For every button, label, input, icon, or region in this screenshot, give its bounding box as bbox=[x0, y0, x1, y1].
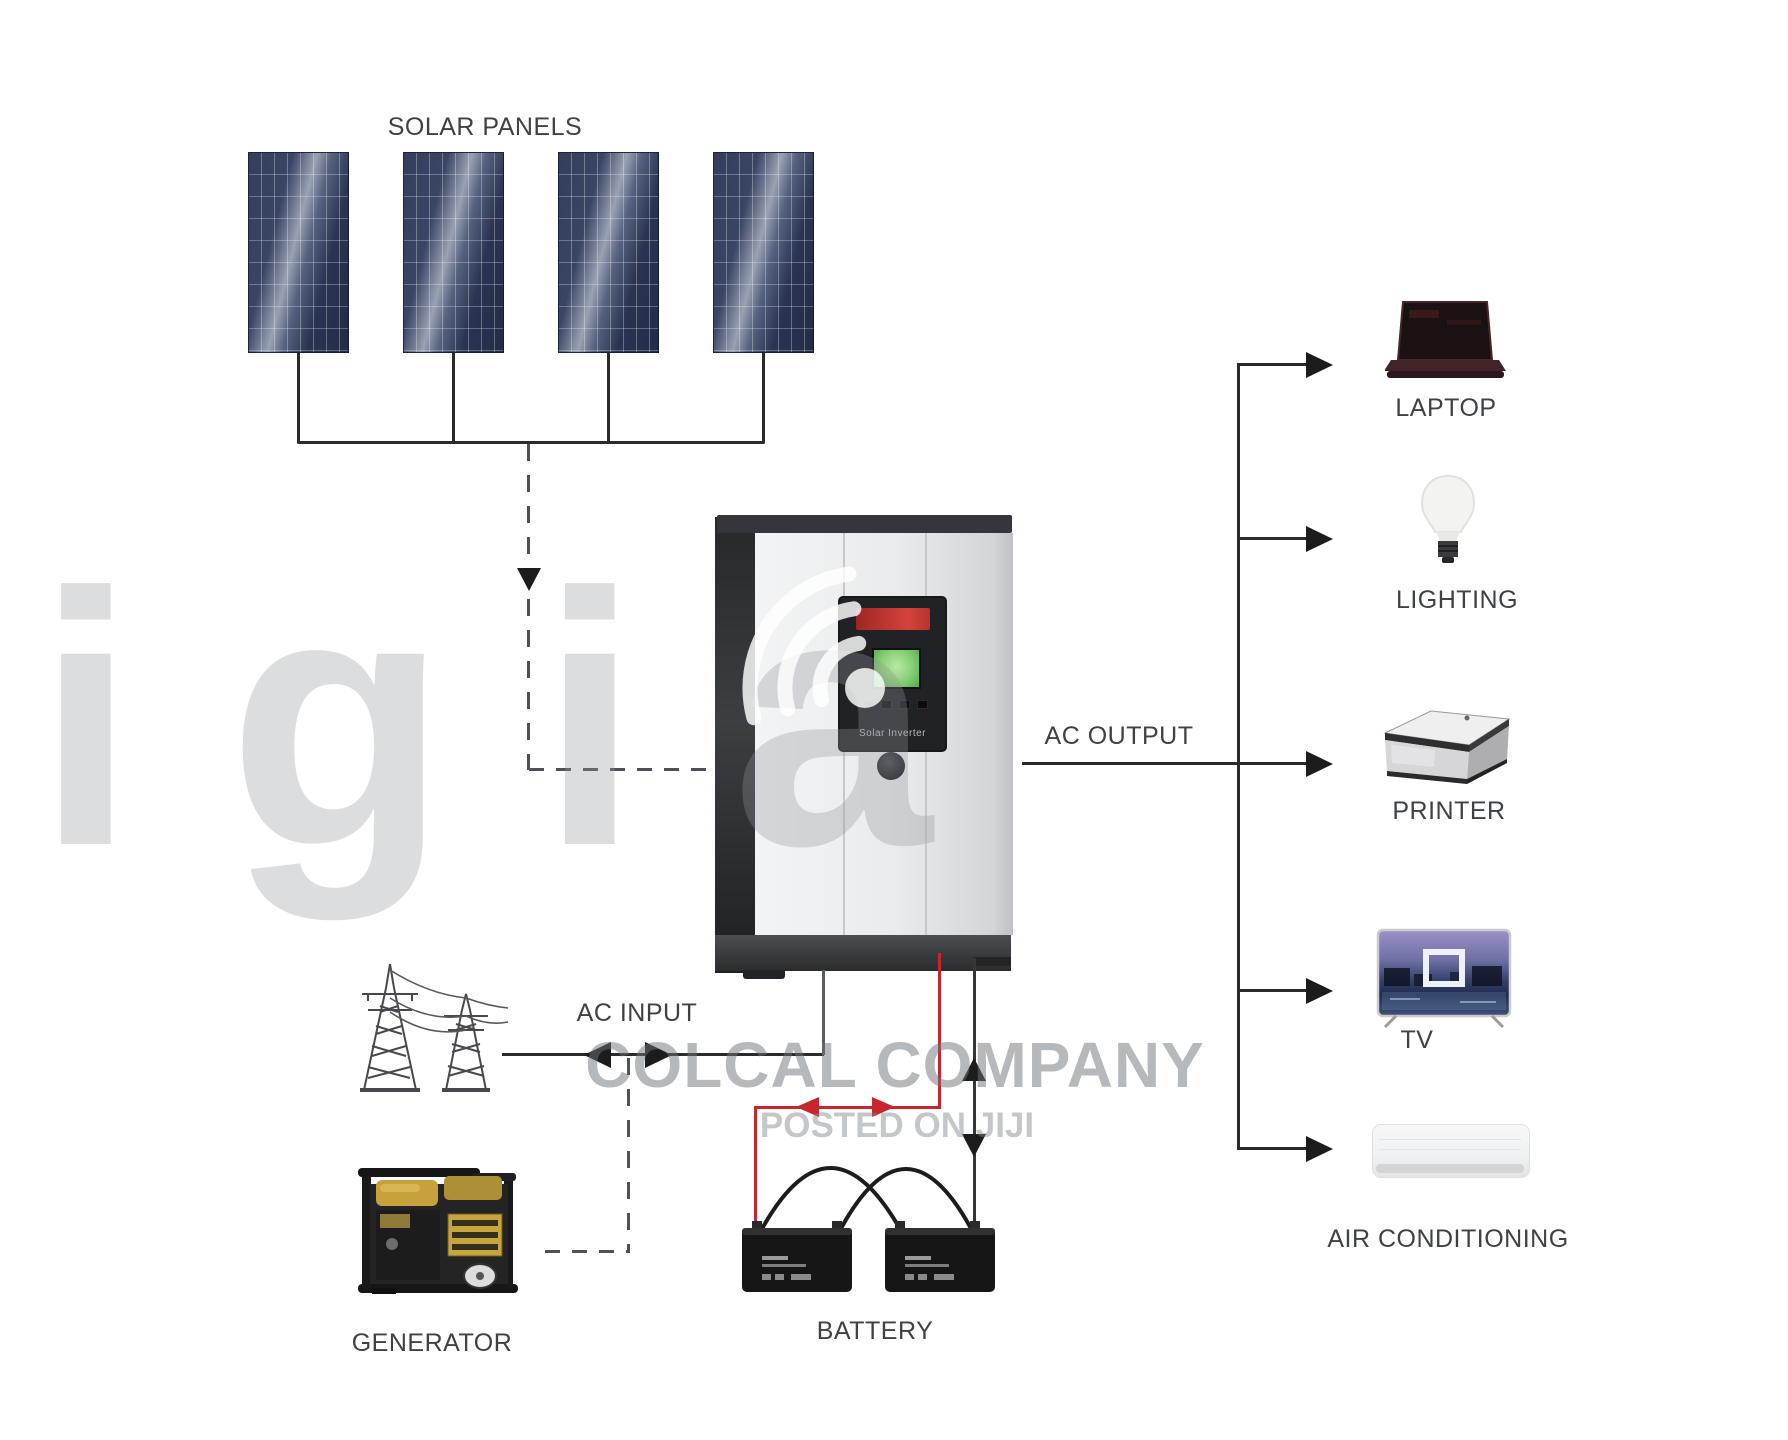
watermark-logo-letters: igia bbox=[36, 519, 1025, 921]
device-label-laptop: LAPTOP bbox=[1395, 394, 1497, 422]
generator-icon bbox=[358, 1168, 518, 1294]
inverter-knob bbox=[877, 752, 905, 780]
pv-string-wire-4 bbox=[762, 353, 765, 443]
solar-panels-label: SOLAR PANELS bbox=[387, 113, 583, 141]
device-label-tv: TV bbox=[1400, 1026, 1434, 1054]
device-label-air-conditioning: AIR CONDITIONING bbox=[1327, 1225, 1569, 1253]
light-bulb-icon bbox=[1420, 474, 1476, 563]
battery-unit bbox=[885, 1221, 995, 1292]
branch-wire-lighting bbox=[1237, 537, 1307, 540]
generator-wire-horizontal bbox=[545, 1250, 630, 1253]
inverter-ac-in-wire bbox=[822, 970, 825, 1055]
arrow-up-icon bbox=[962, 1058, 986, 1081]
arrow-right-icon bbox=[1306, 1136, 1333, 1162]
battery-label: BATTERY bbox=[816, 1317, 934, 1345]
printer-icon bbox=[1383, 710, 1511, 784]
tv-icon bbox=[1376, 928, 1512, 1029]
arrow-right-icon bbox=[1306, 978, 1333, 1004]
air-conditioner-vent-line bbox=[1379, 1149, 1521, 1150]
battery-jumper-cable bbox=[833, 1167, 977, 1241]
distribution-bus-wire bbox=[1237, 363, 1240, 1150]
pv-string-wire-2 bbox=[452, 353, 455, 443]
battery-unit bbox=[742, 1221, 852, 1292]
arrow-down-icon bbox=[962, 1134, 986, 1157]
arrow-right-red-icon bbox=[872, 1097, 895, 1117]
arrow-right-icon bbox=[645, 1042, 672, 1068]
device-label-printer: PRINTER bbox=[1392, 797, 1506, 825]
pv-bus-wire bbox=[297, 441, 765, 444]
inverter-button bbox=[918, 701, 927, 708]
battery-positive-wire-vertical bbox=[938, 953, 941, 1109]
inverter-foot-right bbox=[973, 957, 1011, 966]
battery-jumper-cable bbox=[755, 1166, 907, 1239]
laptop-icon bbox=[1385, 301, 1506, 378]
pv-string-wire-1 bbox=[297, 353, 300, 443]
solar-panel-icon bbox=[403, 152, 504, 353]
inverter-base bbox=[715, 935, 1011, 971]
arrow-down-icon bbox=[517, 568, 541, 591]
battery-positive-wire-horizontal bbox=[755, 1106, 941, 1109]
ac-output-label: AC OUTPUT bbox=[1044, 722, 1194, 750]
solar-panel-icon bbox=[713, 152, 814, 353]
battery-positive-wire-drop bbox=[754, 1106, 757, 1234]
ac-output-wire bbox=[1022, 762, 1308, 765]
ac-input-label: AC INPUT bbox=[576, 999, 698, 1027]
air-conditioner-icon bbox=[1372, 1124, 1530, 1178]
arrow-right-icon bbox=[1306, 751, 1333, 777]
battery-negative-wire bbox=[973, 958, 976, 1232]
inverter-screen-label: Solar Inverter bbox=[858, 728, 927, 739]
battery-bank bbox=[742, 1166, 995, 1292]
air-conditioner-flap bbox=[1376, 1164, 1524, 1173]
pv-dc-wire-horizontal bbox=[529, 768, 715, 771]
arrow-left-icon bbox=[584, 1042, 611, 1068]
inverter-foot-left bbox=[743, 970, 785, 979]
jiji-logo-arcs-icon bbox=[742, 566, 885, 726]
device-label-lighting: LIGHTING bbox=[1395, 586, 1519, 614]
inverter-brand-badge bbox=[856, 608, 930, 630]
pv-dc-wire-vertical bbox=[527, 444, 530, 770]
generator-wire-vertical bbox=[627, 1058, 630, 1252]
inverter-top-bar bbox=[717, 515, 1012, 533]
arrow-left-red-icon bbox=[796, 1097, 819, 1117]
inverter-button bbox=[900, 701, 909, 708]
branch-wire-air-conditioning bbox=[1237, 1147, 1307, 1150]
solar-panel-icon bbox=[558, 152, 659, 353]
watermark-company: COLCAL COMPANY bbox=[585, 1029, 1205, 1101]
inverter-side-panel bbox=[715, 517, 755, 973]
branch-wire-laptop bbox=[1237, 363, 1307, 366]
branch-wire-tv bbox=[1237, 989, 1307, 992]
pv-string-wire-3 bbox=[607, 353, 610, 443]
solar-panel-icon bbox=[248, 152, 349, 353]
arrow-right-icon bbox=[1306, 526, 1333, 552]
inverter-button bbox=[882, 701, 891, 708]
air-conditioner-vent-line bbox=[1379, 1139, 1521, 1140]
generator-label: GENERATOR bbox=[351, 1329, 513, 1357]
transmission-towers-icon bbox=[360, 963, 509, 1092]
watermark-source: POSTED ON JIJI bbox=[759, 1106, 1035, 1145]
arrow-right-icon bbox=[1306, 352, 1333, 378]
